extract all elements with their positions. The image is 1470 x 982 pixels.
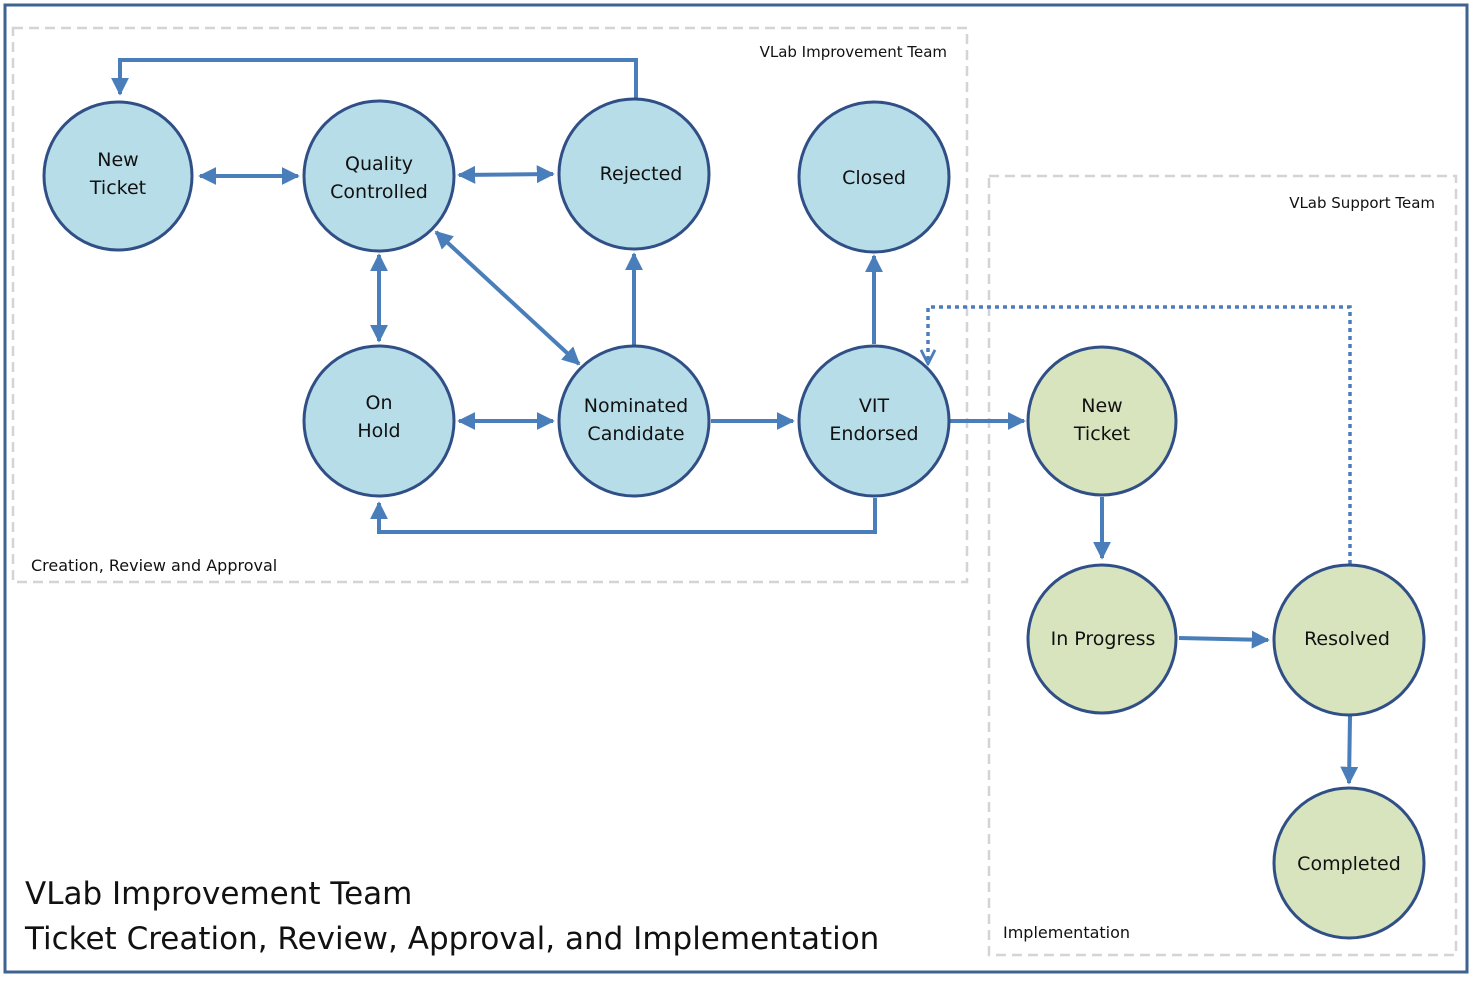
new-ticket-2-label-line2: Ticket: [1073, 423, 1130, 445]
diagram-title-line2: Ticket Creation, Review, Approval, and I…: [24, 921, 879, 957]
outer-frame: [3, 3, 1469, 974]
support-team-label: VLab Support Team: [1289, 194, 1435, 212]
resolved-label: Resolved: [1304, 628, 1390, 650]
node-labels: New Ticket Quality Controlled Rejected C…: [89, 149, 1401, 875]
creation-review-approval-group: [11, 26, 969, 584]
node-nominated-candidate[interactable]: [557, 344, 711, 498]
completed-label: Completed: [1297, 853, 1401, 875]
node-quality-controlled[interactable]: [302, 99, 456, 253]
implementation-label: Implementation: [1003, 923, 1130, 942]
new-ticket-2-label-line1: New: [1081, 395, 1122, 417]
edge-quality-controlled-nominated-candidate: [434, 230, 581, 366]
vit-endorsed-label-line2: Endorsed: [829, 423, 918, 445]
new-ticket-1-label-line2: Ticket: [89, 177, 146, 199]
in-progress-label: In Progress: [1051, 628, 1156, 650]
node-rejected[interactable]: [557, 97, 711, 251]
nodes: [42, 97, 1426, 940]
node-closed[interactable]: [797, 100, 951, 254]
edge-in-progress-resolved: [1178, 630, 1270, 649]
nominated-candidate-label-line1: Nominated: [584, 395, 689, 417]
node-resolved[interactable]: [1272, 563, 1426, 717]
creation-review-approval-label: Creation, Review and Approval: [31, 556, 277, 575]
on-hold-label-line1: On: [366, 392, 393, 414]
nominated-candidate-label-line2: Candidate: [587, 423, 684, 445]
node-new-ticket-2[interactable]: [1026, 345, 1178, 497]
node-in-progress[interactable]: [1026, 563, 1178, 715]
edges: [111, 58, 1359, 785]
edge-rejected-new-ticket: [111, 58, 638, 98]
edge-vit-endorsed-on-hold: [370, 498, 877, 534]
implementation-group: [987, 174, 1458, 957]
edge-quality-controlled-rejected: [457, 165, 555, 184]
node-on-hold[interactable]: [302, 344, 456, 498]
diagram-title-line1: VLab Improvement Team: [25, 876, 412, 912]
quality-controlled-label-line2: Controlled: [330, 181, 428, 203]
new-ticket-1-label-line1: New: [97, 149, 138, 171]
closed-label: Closed: [842, 167, 906, 189]
on-hold-label-line2: Hold: [357, 420, 400, 442]
edge-resolved-vit-endorsed-dotted: [928, 305, 1352, 564]
improvement-team-label: VLab Improvement Team: [760, 43, 947, 61]
node-vit-endorsed[interactable]: [797, 344, 951, 498]
vit-endorsed-label-line1: VIT: [859, 395, 890, 417]
node-completed[interactable]: [1272, 786, 1426, 940]
node-new-ticket-1[interactable]: [42, 100, 194, 252]
rejected-label: Rejected: [600, 163, 683, 185]
quality-controlled-label-line1: Quality: [345, 153, 413, 175]
edge-resolved-completed: [1340, 715, 1359, 785]
